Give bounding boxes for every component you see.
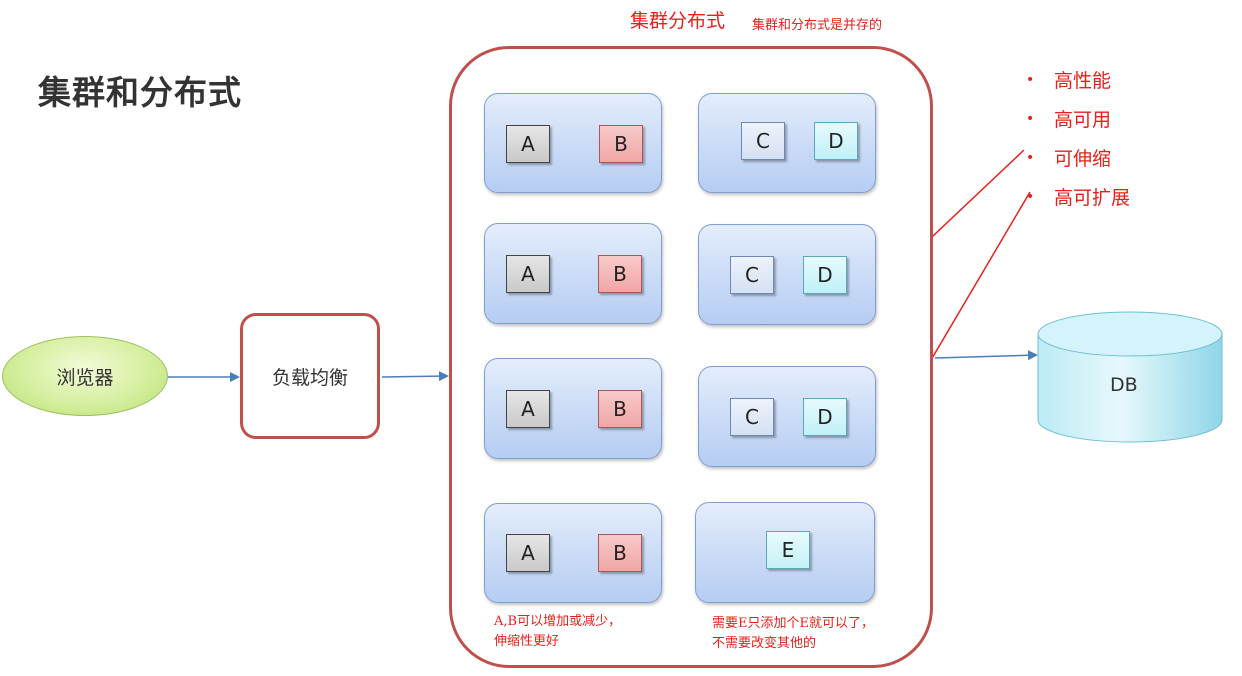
cluster-note: 集群和分布式是并存的 bbox=[752, 18, 883, 33]
bullet-icon: • bbox=[1026, 110, 1035, 127]
db-label: DB bbox=[1110, 374, 1138, 396]
browser-label: 浏览器 bbox=[56, 366, 114, 389]
module-d: D bbox=[803, 256, 847, 294]
page-title: 集群和分布式 bbox=[38, 73, 242, 112]
module-a: A bbox=[506, 255, 550, 293]
arrow-lb-to-cluster bbox=[381, 371, 449, 382]
bullet-icon: • bbox=[1026, 188, 1035, 205]
browser-node: 浏览器 bbox=[2, 336, 168, 416]
note-ab-line-2: 伸缩性更好 bbox=[494, 634, 560, 649]
module-d: D bbox=[814, 122, 858, 160]
db-cylinder bbox=[1037, 311, 1223, 443]
bullet-icon: • bbox=[1026, 71, 1035, 88]
feature-list: • 高性能 • 高可用 • 可伸缩 • 高可扩展 bbox=[1026, 60, 1130, 216]
module-d: D bbox=[803, 398, 847, 436]
note-e: 需要E只添加个E就可以了， 不需要改变其他的 bbox=[712, 614, 874, 654]
server-ab-2: A B bbox=[484, 223, 662, 324]
cluster-title: 集群分布式 bbox=[630, 10, 726, 32]
module-c: C bbox=[741, 122, 785, 160]
server-ab-3: A B bbox=[484, 358, 662, 459]
server-cd-2: C D bbox=[698, 224, 876, 325]
note-ab: A,B可以增加或减少， 伸缩性更好 bbox=[494, 612, 621, 652]
feature-item: • 高性能 bbox=[1026, 60, 1130, 99]
server-ab-1: A B bbox=[484, 93, 662, 193]
feature-label: 高性能 bbox=[1054, 70, 1112, 92]
server-cd-1: C D bbox=[698, 93, 876, 193]
note-e-line-1: 需要E只添加个E就可以了， bbox=[712, 616, 874, 631]
feature-item: • 高可用 bbox=[1026, 99, 1130, 138]
bullet-icon: • bbox=[1026, 149, 1035, 166]
feature-label: 可伸缩 bbox=[1054, 148, 1112, 170]
feature-item: • 高可扩展 bbox=[1026, 177, 1130, 216]
module-a: A bbox=[506, 125, 550, 163]
module-a: A bbox=[506, 390, 550, 428]
module-b: B bbox=[598, 534, 642, 572]
arrow-cluster-to-db bbox=[934, 350, 1038, 361]
module-b: B bbox=[598, 255, 642, 293]
module-a: A bbox=[506, 534, 550, 572]
load-balancer-label: 负载均衡 bbox=[271, 366, 348, 389]
module-c: C bbox=[730, 398, 774, 436]
server-e: E bbox=[695, 502, 875, 603]
module-b: B bbox=[599, 125, 643, 163]
server-ab-4: A B bbox=[484, 503, 662, 603]
feature-item: • 可伸缩 bbox=[1026, 138, 1130, 177]
server-cd-3: C D bbox=[698, 366, 876, 467]
load-balancer-node: 负载均衡 bbox=[240, 313, 380, 439]
module-b: B bbox=[598, 390, 642, 428]
module-e: E bbox=[766, 531, 810, 569]
note-ab-line-1: A,B可以增加或减少， bbox=[494, 614, 622, 629]
feature-label: 高可用 bbox=[1054, 109, 1112, 131]
note-e-line-2: 不需要改变其他的 bbox=[712, 636, 817, 651]
feature-label: 高可扩展 bbox=[1054, 187, 1131, 209]
module-c: C bbox=[730, 256, 774, 294]
